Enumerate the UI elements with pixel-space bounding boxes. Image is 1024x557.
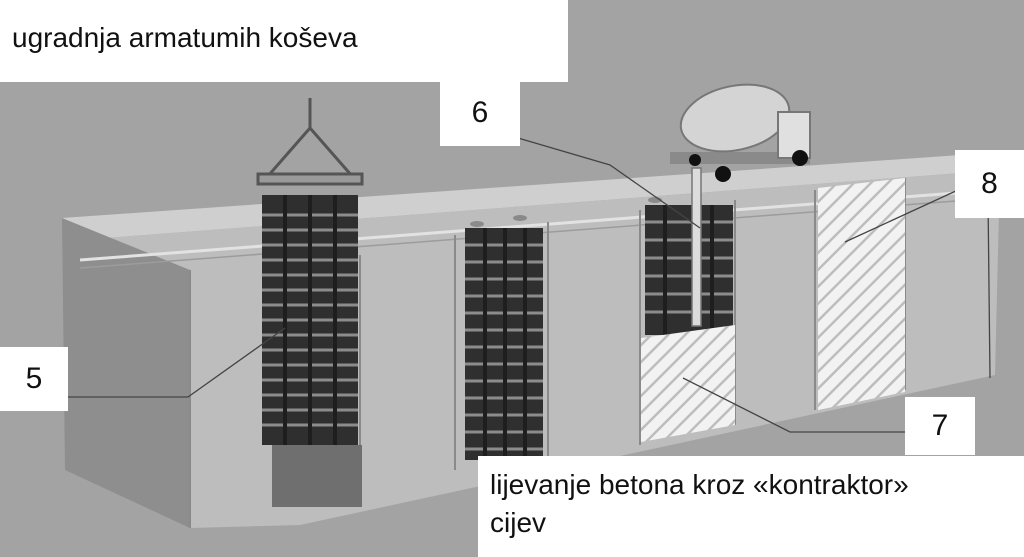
guide-wall-fittings bbox=[470, 197, 662, 227]
crane-hook-rigging bbox=[256, 98, 364, 186]
marker-6: 6 bbox=[440, 80, 520, 146]
marker-5: 5 bbox=[0, 347, 68, 411]
contractor-pipe bbox=[691, 167, 702, 327]
marker-8: 8 bbox=[955, 150, 1024, 218]
reinforcement-cage-1 bbox=[262, 195, 362, 507]
concrete-mixer-truck bbox=[670, 83, 811, 182]
reinforcement-cage-2 bbox=[465, 228, 543, 460]
fresh-concrete-panel-3 bbox=[641, 325, 735, 442]
caption-label: lijevanje betona kroz «kontraktor» cijev bbox=[478, 456, 1024, 557]
title-label: ugradnja armatumih koševa bbox=[0, 0, 568, 82]
mixer-drum bbox=[679, 83, 791, 153]
caption-line-1: lijevanje betona kroz «kontraktor» bbox=[490, 469, 909, 500]
marker-7: 7 bbox=[905, 397, 975, 455]
reinforcement-cage-3 bbox=[645, 205, 733, 335]
caption-line-2: cijev bbox=[490, 507, 547, 538]
leader-lines bbox=[68, 137, 991, 433]
wall-left-face bbox=[62, 218, 190, 528]
completed-concrete-panel bbox=[818, 178, 905, 410]
